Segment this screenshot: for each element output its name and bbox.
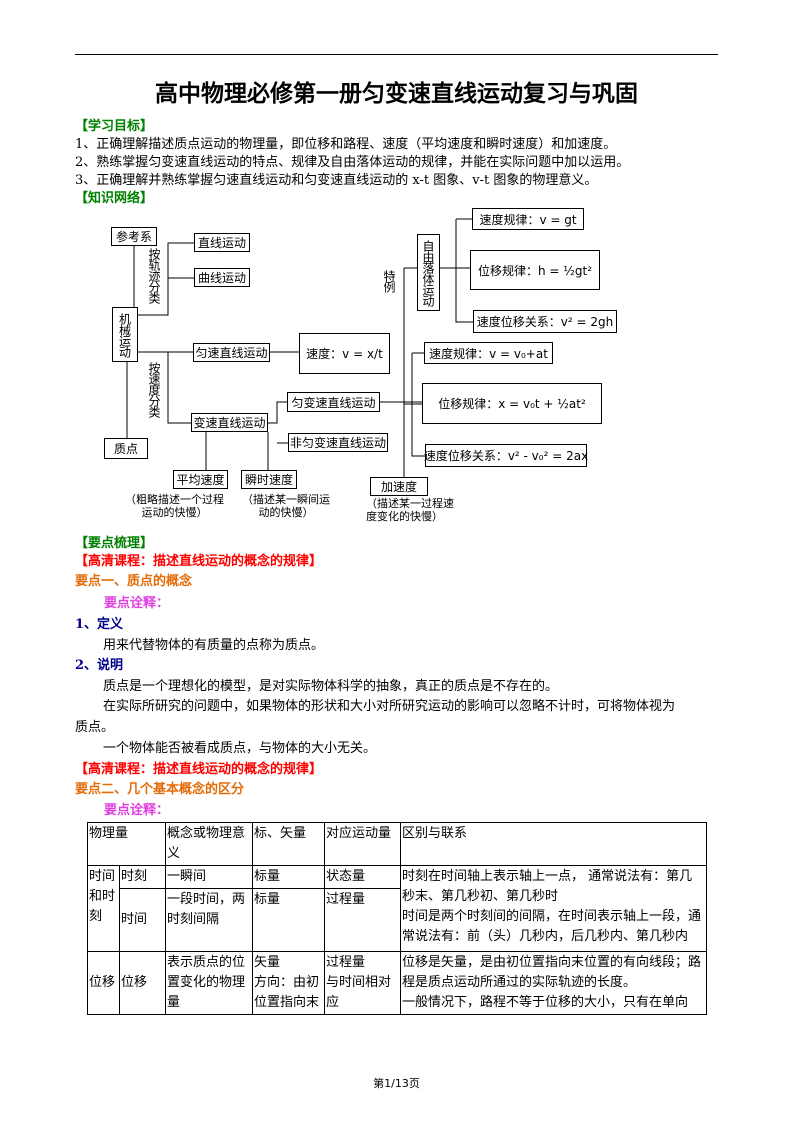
node-ff-velocity-law: 速度规律：v = gt bbox=[472, 208, 584, 230]
explain-label: 要点诠释： bbox=[104, 596, 170, 611]
cell: 位移 bbox=[119, 951, 166, 1015]
explain-label: 要点诠释： bbox=[104, 803, 170, 818]
table-header-row: 物理量 概念或物理意义 标、矢量 对应运动量 区别与联系 bbox=[87, 822, 707, 866]
course-link[interactable]: 【高清课程：描述直线运动的概念的规律】 bbox=[75, 762, 323, 777]
goals-header: 【学习目标】 bbox=[75, 119, 154, 134]
page-title: 高中物理必修第一册匀变速直线运动复习与巩固 bbox=[155, 80, 638, 107]
caption-average: （粗略描述一个过程运动的快慢） bbox=[125, 493, 224, 519]
caption-instantaneous: （描述某一瞬间运动的快慢） bbox=[242, 493, 330, 519]
paragraph: 在实际所研究的问题中，如果物体的形状和大小对所研究运动的影响可以忽略不计时，可将… bbox=[103, 699, 676, 714]
concept-table: 物理量 概念或物理意义 标、矢量 对应运动量 区别与联系 时间和时刻 时刻 一瞬… bbox=[87, 822, 707, 1015]
cell: 位移 bbox=[87, 951, 120, 1015]
th: 物理量 bbox=[87, 822, 166, 866]
table-row: 位移 位移 表示质点的位置变化的物理量 矢量 方向：由初位置指向末 过程量 与时… bbox=[87, 951, 707, 1015]
page-number: 第1/13页 bbox=[373, 1077, 420, 1090]
node-uniform-motion: 匀速直线运动 bbox=[193, 343, 270, 362]
node-displacement-law: 位移规律：x = v₀t + ½at² bbox=[422, 383, 602, 424]
sort-header: 【要点梳理】 bbox=[75, 536, 154, 551]
node-velocity-displacement: 速度位移关系：v² - v₀² = 2ax bbox=[424, 444, 588, 467]
cell: 一瞬间 bbox=[165, 865, 253, 889]
subheading-definition: 1、定义 bbox=[75, 617, 124, 632]
node-particle: 质点 bbox=[104, 438, 148, 459]
header-rule bbox=[75, 54, 718, 55]
node-reference-frame: 参考系 bbox=[111, 227, 157, 246]
th: 标、矢量 bbox=[252, 822, 325, 866]
table-row: 时间 一段时间，两时刻间隔 标量 过程量 bbox=[88, 888, 707, 952]
th: 概念或物理意义 bbox=[165, 822, 253, 866]
node-speed-formula: 速度：v = x/t bbox=[299, 333, 390, 374]
label-by-track: 按轨迹分类 bbox=[146, 248, 163, 303]
cell: 过程量 与时间相对应 bbox=[324, 951, 401, 1015]
paragraph: 质点是一个理想化的模型，是对实际物体科学的抽象，真正的质点是不存在的。 bbox=[103, 679, 559, 694]
cell: 时间 bbox=[119, 888, 166, 952]
node-linear-motion: 直线运动 bbox=[194, 233, 250, 252]
cell: 过程量 bbox=[324, 888, 401, 952]
label-special-case: 特例 bbox=[382, 270, 396, 292]
goal-item: 3、正确理解并熟练掌握匀速直线运动和匀变速直线运动的 x-t 图象、v-t 图象… bbox=[75, 173, 598, 188]
node-non-uniformly-accelerated: 非匀变速直线运动 bbox=[288, 433, 388, 452]
cell: 位移是矢量，是由初位置指向末位置的有向线段；路程是质点运动所通过的实际轨迹的长度… bbox=[400, 951, 707, 1015]
node-free-fall: 自由落体运动 bbox=[417, 234, 440, 311]
node-mechanical-motion: 机械运动 bbox=[112, 307, 138, 362]
section-heading: 要点一、质点的概念 bbox=[75, 574, 193, 589]
node-variable-motion: 变速直线运动 bbox=[191, 413, 268, 432]
subheading-note: 2、说明 bbox=[75, 658, 124, 673]
node-ff-velocity-displacement: 速度位移关系：v² = 2gh bbox=[473, 310, 617, 333]
th: 对应运动量 bbox=[324, 822, 401, 866]
cell: 标量 bbox=[252, 865, 325, 889]
cell: 标量 bbox=[252, 888, 325, 952]
node-instantaneous-velocity: 瞬时速度 bbox=[241, 470, 297, 489]
cell: 矢量 方向：由初位置指向末 bbox=[252, 951, 325, 1015]
node-velocity-law: 速度规律：v = v₀+at bbox=[424, 342, 553, 364]
goal-item: 1、正确理解描述质点运动的物理量，即位移和路程、速度（平均速度和瞬时速度）和加速… bbox=[75, 137, 617, 152]
cell: 时刻 bbox=[119, 865, 166, 889]
network-header: 【知识网络】 bbox=[75, 191, 154, 206]
section-heading: 要点二、几个基本概念的区分 bbox=[75, 782, 245, 797]
label-by-speed: 按速度分类 bbox=[146, 362, 163, 417]
cell: 时刻在时间轴上表示轴上一点， 通常说法有：第几秒末、第几秒初、第几秒时 时间是两… bbox=[400, 865, 707, 952]
node-curved-motion: 曲线运动 bbox=[194, 268, 250, 287]
cell: 状态量 bbox=[324, 865, 401, 889]
table-row: 时间和时刻 时刻 一瞬间 标量 状态量 时刻在时间轴上表示轴上一点， 通常说法有… bbox=[87, 865, 707, 952]
cell: 表示质点的位置变化的物理量 bbox=[165, 951, 253, 1015]
goal-item: 2、熟练掌握匀变速直线运动的特点、规律及自由落体运动的规律，并能在实际问题中加以… bbox=[75, 155, 630, 170]
course-link[interactable]: 【高清课程：描述直线运动的概念的规律】 bbox=[75, 554, 323, 569]
th: 区别与联系 bbox=[400, 822, 707, 866]
node-ff-displacement-law: 位移规律：h = ½gt² bbox=[470, 250, 600, 290]
paragraph: 用来代替物体的有质量的点称为质点。 bbox=[103, 638, 325, 653]
node-acceleration: 加速度 bbox=[370, 477, 428, 496]
cell: 一段时间，两时刻间隔 bbox=[165, 888, 253, 952]
node-average-velocity: 平均速度 bbox=[173, 470, 228, 489]
paragraph: 一个物体能否被看成质点，与物体的大小无关。 bbox=[103, 741, 377, 756]
cell: 时间和时刻 bbox=[87, 865, 120, 952]
node-uniformly-accelerated: 匀变速直线运动 bbox=[287, 392, 380, 412]
paragraph: 质点。 bbox=[75, 720, 115, 735]
caption-acceleration: （描述某一过程速度变化的快慢） bbox=[366, 497, 454, 523]
